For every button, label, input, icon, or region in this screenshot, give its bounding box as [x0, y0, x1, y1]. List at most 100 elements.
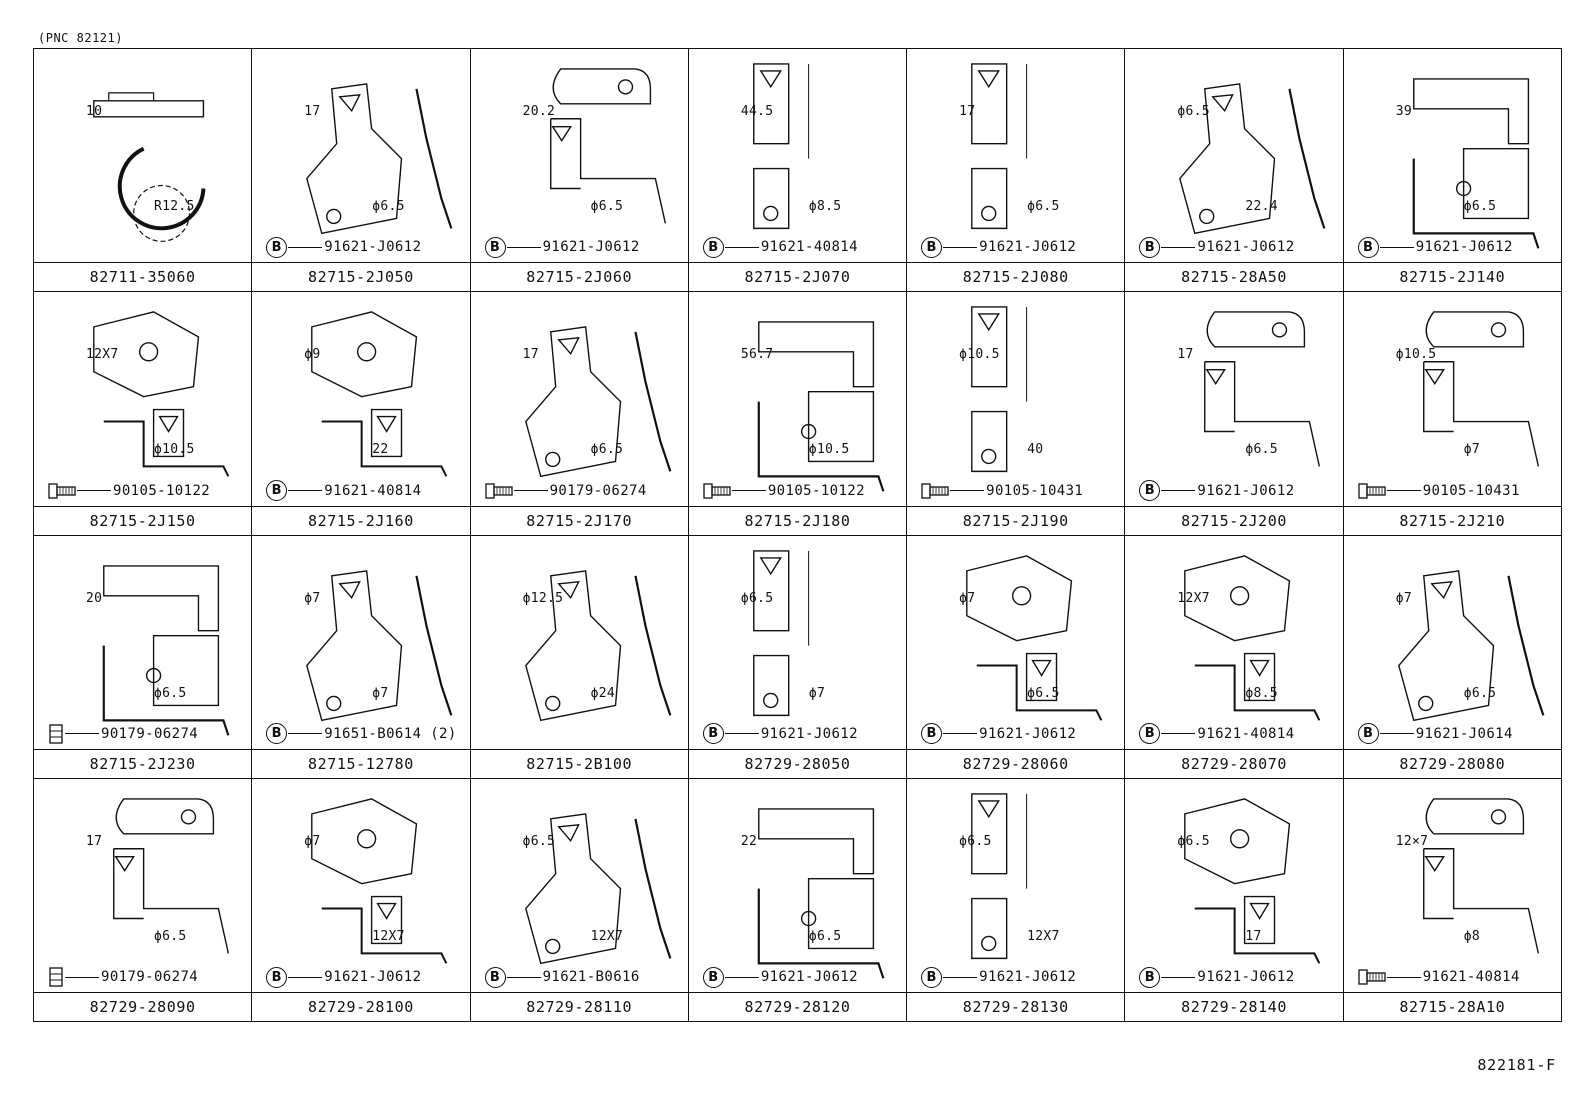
dimension-label: 10 — [86, 104, 103, 119]
bracket-illustration — [311, 797, 448, 964]
bracket-illustration — [752, 63, 809, 230]
dimension-label: ϕ7 — [1395, 590, 1412, 606]
fastener-part-number: 91621-J0612 — [760, 725, 858, 742]
leader-line — [943, 246, 978, 248]
part-drawing — [34, 536, 251, 749]
leader-line — [288, 976, 323, 978]
bracket-illustration — [93, 311, 230, 478]
part-number: 82715-2J060 — [470, 262, 688, 291]
bolt-icon — [1358, 482, 1386, 499]
part-drawing — [252, 536, 469, 749]
dimension-label: ϕ12.5 — [522, 590, 564, 606]
b-circle-icon: B — [702, 966, 724, 988]
part-number: 82715-28A10 — [1343, 992, 1561, 1021]
fastener-callout: 91621-40814 — [1358, 966, 1520, 988]
part-number: 82729-28090 — [34, 992, 252, 1021]
b-circle-icon: B — [484, 966, 506, 988]
fastener-part-number: 91621-J0612 — [1197, 969, 1295, 985]
bracket-illustration — [306, 83, 453, 235]
dimension-label: ϕ6.5 — [590, 442, 624, 458]
bracket-illustration — [102, 564, 230, 736]
bracket-illustration — [757, 321, 885, 492]
leader-line — [724, 733, 759, 735]
dimension-label: ϕ8 — [1463, 928, 1480, 944]
leader-line — [943, 733, 978, 735]
bracket-illustration — [1422, 311, 1539, 467]
fastener-part-number: 91651-B0614 (2) — [324, 725, 457, 742]
b-circle-icon: B — [1139, 480, 1161, 501]
part-drawing — [252, 49, 469, 262]
part-number: 82729-28060 — [907, 748, 1125, 778]
leader-line — [288, 246, 323, 248]
part-drawing — [689, 49, 906, 262]
leader-line — [1161, 733, 1196, 735]
dimension-label: ϕ8.5 — [808, 199, 842, 214]
part-drawing — [1125, 292, 1342, 505]
b-circle-icon: B — [266, 723, 288, 745]
bolt-icon — [1358, 969, 1386, 985]
leader-line — [506, 246, 541, 248]
dimension-label: 22 — [372, 442, 389, 458]
leader-line — [731, 490, 766, 491]
leader-line — [77, 490, 111, 491]
dimension-label: ϕ6.5 — [1245, 442, 1278, 458]
dimension-label: ϕ10.5 — [959, 347, 1000, 363]
part-drawing — [34, 49, 251, 262]
dimension-label: ϕ10.5 — [1395, 347, 1437, 363]
part-drawing — [907, 536, 1124, 749]
leader-line — [950, 490, 985, 491]
part-number: 82715-2J160 — [252, 505, 470, 535]
bracket-illustration — [966, 554, 1103, 721]
fastener-part-number: 91621-J0612 — [979, 239, 1077, 256]
leader-line — [288, 733, 323, 735]
fastener-callout: 90179-06274 — [48, 966, 198, 988]
fastener-callout: 90179-06274 — [48, 723, 198, 745]
leader-line — [1161, 490, 1196, 491]
part-number: 82715-2J140 — [1343, 262, 1561, 291]
fastener-callout: 90105-10431 — [1358, 480, 1520, 502]
part-number: 82729-28100 — [252, 992, 470, 1021]
part-drawing — [252, 779, 469, 992]
dimension-label: ϕ24 — [590, 685, 615, 701]
bracket-illustration — [113, 797, 230, 954]
fastener-part-number: 90179-06274 — [101, 725, 199, 742]
bolt-icon — [48, 482, 76, 499]
part-number: 82729-28080 — [1343, 748, 1561, 778]
dimension-label: ϕ8.5 — [1245, 685, 1278, 701]
part-number: 82729-28070 — [1125, 748, 1343, 778]
part-drawing — [1125, 49, 1342, 262]
fastener-callout: B 91651-B0614 (2) — [266, 723, 456, 745]
bracket-illustration — [1412, 78, 1540, 249]
part-number: 82715-2J150 — [34, 505, 252, 535]
dimension-label: 17 — [86, 833, 103, 849]
bolt-icon — [703, 482, 731, 499]
bracket-illustration — [93, 92, 206, 242]
leader-line — [1386, 976, 1421, 978]
dimension-label: ϕ6.5 — [1463, 685, 1497, 701]
leader-line — [65, 733, 99, 735]
dimension-label: ϕ6.5 — [1027, 199, 1060, 214]
fastener-part-number: 91621-J0612 — [324, 239, 422, 256]
b-circle-icon: B — [1357, 236, 1379, 258]
dimension-label: 12X7 — [590, 928, 624, 944]
